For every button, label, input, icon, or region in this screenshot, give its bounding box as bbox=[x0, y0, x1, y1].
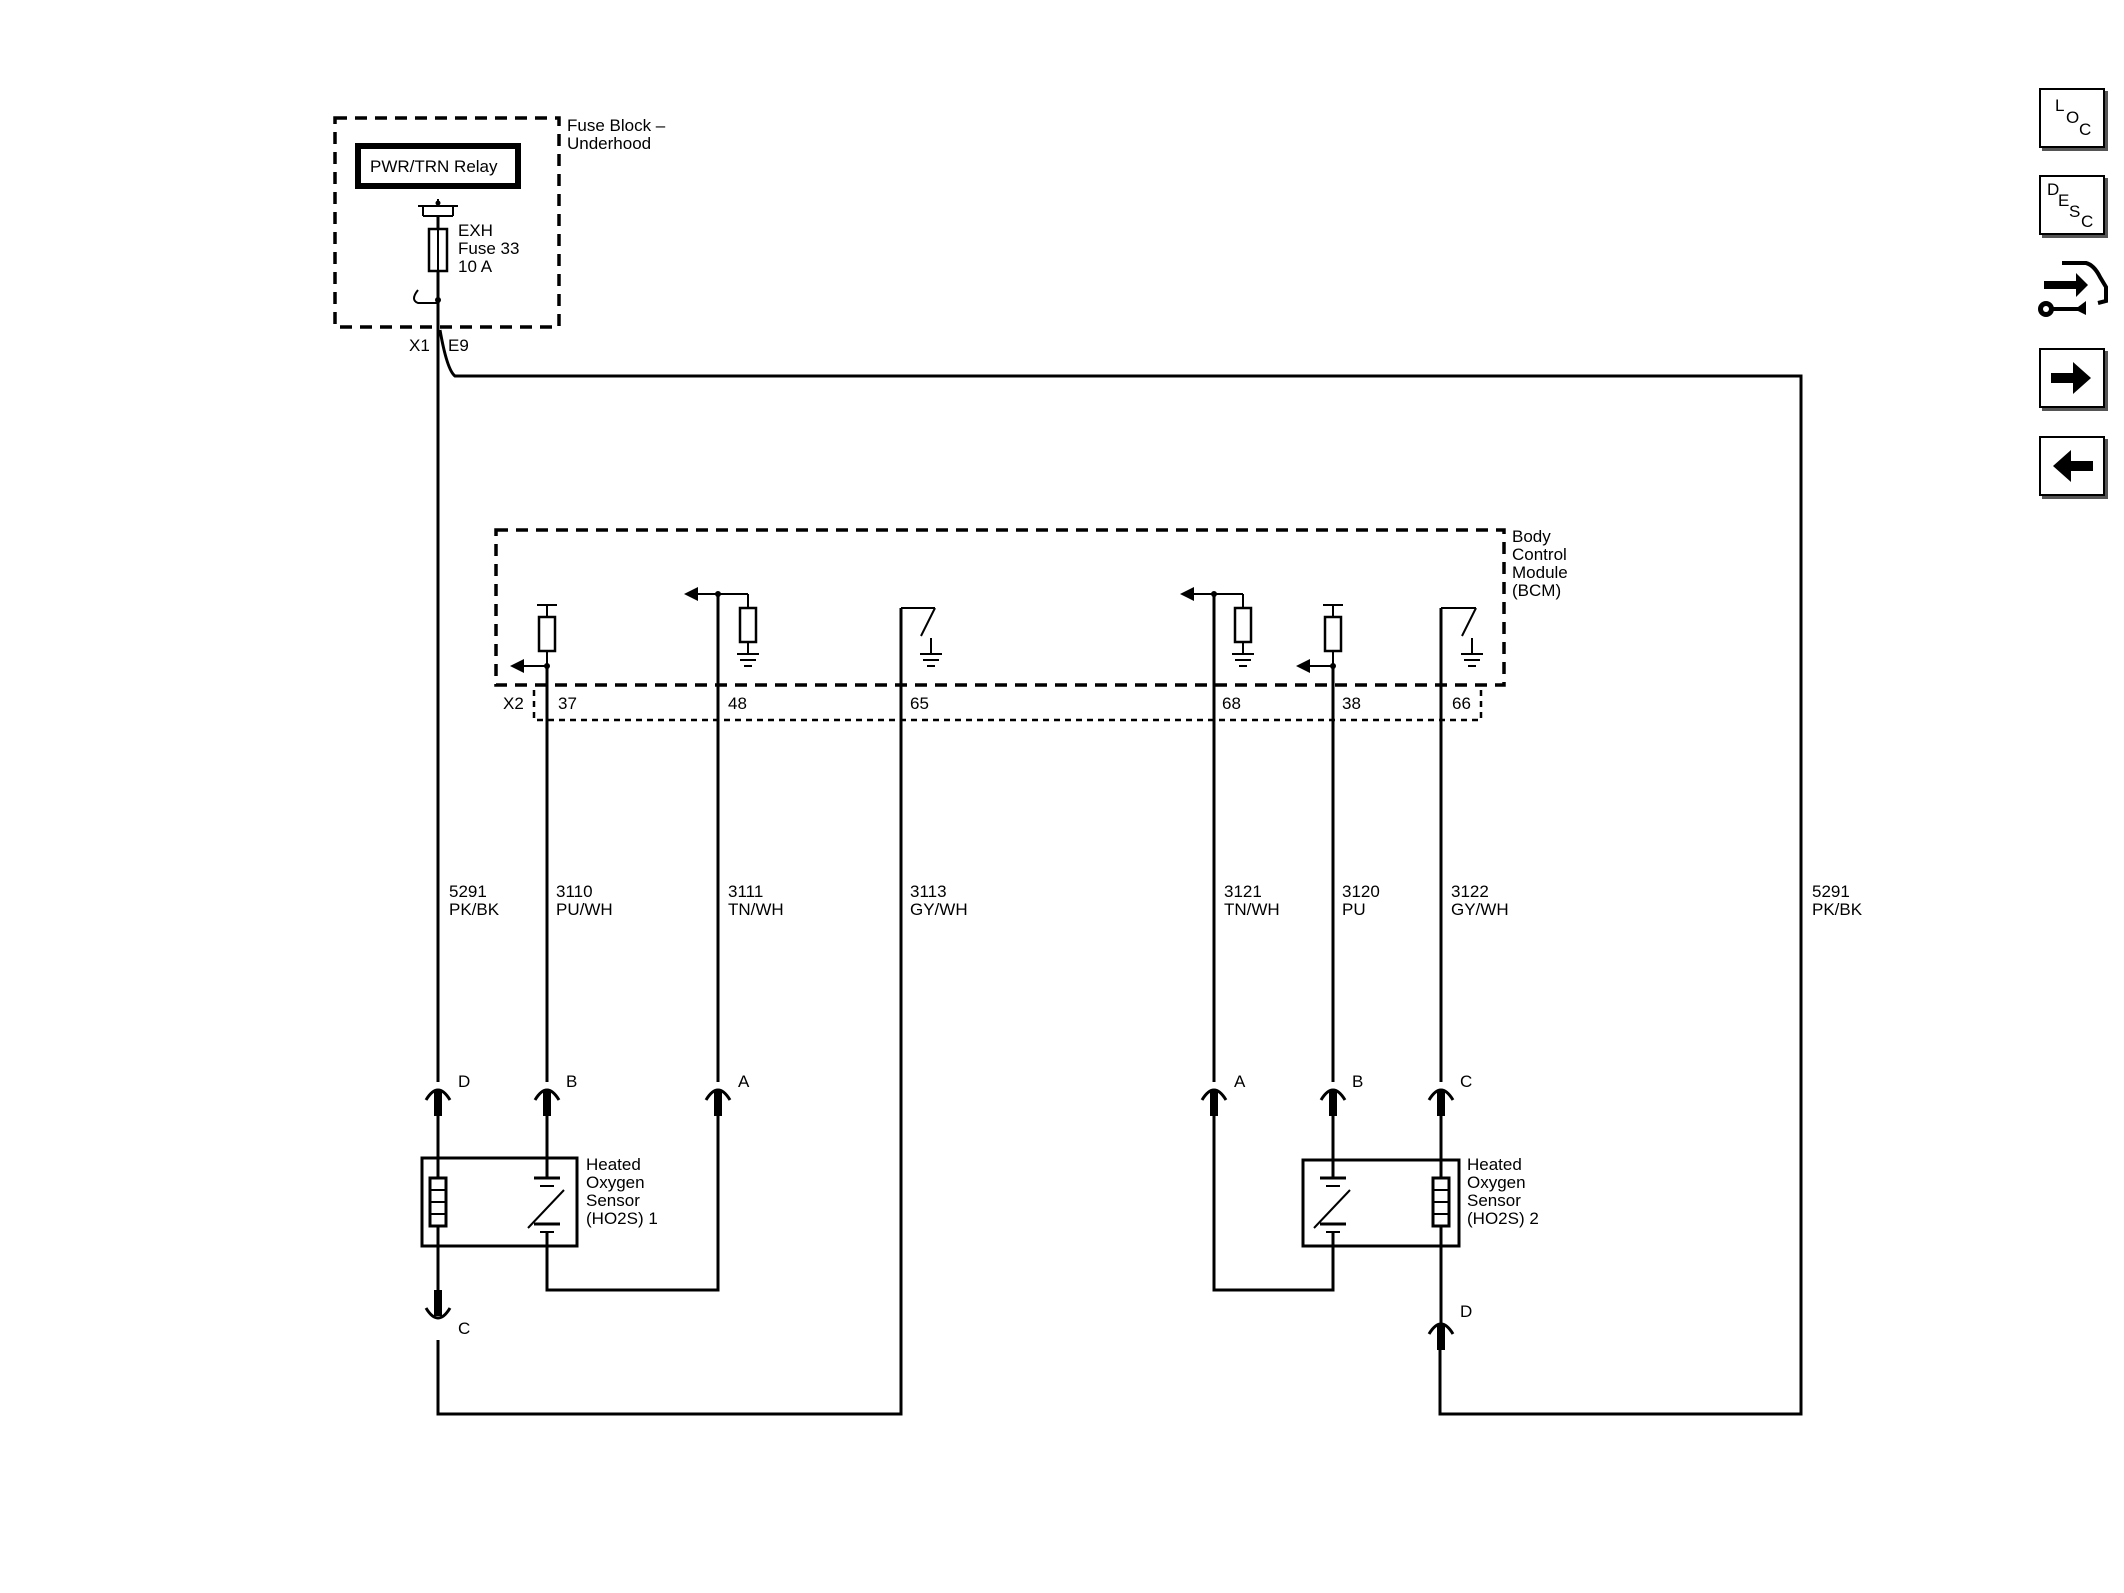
wire-3120-circuit: 3120 bbox=[1342, 882, 1380, 901]
next-button[interactable] bbox=[2039, 348, 2105, 408]
previous-button[interactable] bbox=[2039, 436, 2105, 496]
sensor1-label-1: Heated bbox=[586, 1155, 641, 1174]
loc-letter-c: C bbox=[2079, 120, 2091, 139]
sensor1-label-4: (HO2S) 1 bbox=[586, 1209, 658, 1228]
loc-letter-l: L bbox=[2055, 96, 2064, 115]
wire-3111-color: TN/WH bbox=[728, 900, 784, 919]
sensor-connectors: D B A C A B C D bbox=[424, 1072, 1472, 1350]
wire-3110-color: PU/WH bbox=[556, 900, 613, 919]
fuse-block: Fuse Block – Underhood PWR/TRN Relay EXH… bbox=[333, 116, 666, 355]
bcm-label-3: Module bbox=[1512, 563, 1568, 582]
sensor2-pin-a: A bbox=[1234, 1072, 1246, 1091]
desc-letter-e: E bbox=[2058, 191, 2069, 210]
bcm-label-2: Control bbox=[1512, 545, 1567, 564]
bcm-pin-48: 48 bbox=[728, 694, 747, 713]
bcm-label-1: Body bbox=[1512, 527, 1551, 546]
diagnostic-procedure-button[interactable] bbox=[2036, 255, 2112, 335]
bcm-pin-37: 37 bbox=[558, 694, 577, 713]
sensor1-pin-c: C bbox=[458, 1319, 470, 1338]
bcm-ground-switch-66 bbox=[1441, 607, 1483, 667]
bcm-pullup-37 bbox=[510, 604, 557, 673]
wire-3121-color: TN/WH bbox=[1224, 900, 1280, 919]
bcm-pullup-38 bbox=[1296, 604, 1343, 673]
wire-5291-left-circuit: 5291 bbox=[449, 882, 487, 901]
sensor2-pin-d: D bbox=[1460, 1302, 1472, 1321]
bcm-pulldown-48 bbox=[684, 587, 759, 667]
sensor2-label-1: Heated bbox=[1467, 1155, 1522, 1174]
sensor1-label-3: Sensor bbox=[586, 1191, 640, 1210]
wire-5291-right-color: PK/BK bbox=[1812, 900, 1863, 919]
sensor1-pin-a: A bbox=[738, 1072, 750, 1091]
fuse-rating: 10 A bbox=[458, 257, 493, 276]
fuse-pin-label: E9 bbox=[448, 336, 469, 355]
wire-3122-color: GY/WH bbox=[1451, 900, 1509, 919]
bcm-label-4: (BCM) bbox=[1512, 581, 1561, 600]
bcm-connector-label: X2 bbox=[503, 694, 524, 713]
fuse-connector-label: X1 bbox=[409, 336, 430, 355]
sensor2-label-4: (HO2S) 2 bbox=[1467, 1209, 1539, 1228]
wire-3113-circuit: 3113 bbox=[910, 882, 947, 901]
desc-letter-d: D bbox=[2047, 180, 2059, 199]
bcm-ground-switch-65 bbox=[901, 607, 942, 667]
sensor2-label-2: Oxygen bbox=[1467, 1173, 1526, 1192]
arrow-left-icon bbox=[2053, 450, 2093, 482]
body-control-module: Body Control Module (BCM) X2 37 48 65 68… bbox=[494, 527, 1568, 722]
wire-3121-circuit: 3121 bbox=[1224, 882, 1262, 901]
sensor2-pin-c: C bbox=[1460, 1072, 1472, 1091]
bcm-pin-38: 38 bbox=[1342, 694, 1361, 713]
bcm-pin-66: 66 bbox=[1452, 694, 1471, 713]
fuse-number: Fuse 33 bbox=[458, 239, 519, 258]
wire-5291-right-circuit: 5291 bbox=[1812, 882, 1850, 901]
fuse-name: EXH bbox=[458, 221, 493, 240]
wire-labels: 5291 PK/BK 3110 PU/WH 3111 TN/WH 3113 GY… bbox=[449, 882, 1863, 919]
wire-3120-color: PU bbox=[1342, 900, 1366, 919]
bcm-pulldown-68 bbox=[1180, 587, 1254, 667]
power-wires bbox=[436, 300, 1803, 1416]
desc-letter-s: S bbox=[2069, 202, 2080, 221]
heated-oxygen-sensor-2: Heated Oxygen Sensor (HO2S) 2 bbox=[1212, 1116, 1539, 1324]
sensor2-pin-b: B bbox=[1352, 1072, 1363, 1091]
wire-3113-color: GY/WH bbox=[910, 900, 968, 919]
sensor2-label-3: Sensor bbox=[1467, 1191, 1521, 1210]
heated-oxygen-sensor-1: Heated Oxygen Sensor (HO2S) 1 bbox=[420, 1116, 720, 1292]
wire-3110-circuit: 3110 bbox=[556, 882, 593, 901]
bcm-pin-68: 68 bbox=[1222, 694, 1241, 713]
wire-3122-circuit: 3122 bbox=[1451, 882, 1489, 901]
location-button[interactable]: L O C bbox=[2039, 88, 2105, 148]
arrow-right-icon bbox=[2051, 362, 2091, 394]
loc-letter-o: O bbox=[2066, 108, 2079, 127]
sensor1-pin-b: B bbox=[566, 1072, 577, 1091]
desc-letter-c: C bbox=[2081, 212, 2093, 231]
description-button[interactable]: D E S C bbox=[2039, 175, 2105, 235]
sensor1-label-2: Oxygen bbox=[586, 1173, 645, 1192]
fuse-block-title: Fuse Block – bbox=[567, 116, 666, 135]
fuse-block-subtitle: Underhood bbox=[567, 134, 651, 153]
wire-3111-circuit: 3111 bbox=[728, 882, 763, 901]
bcm-pin-65: 65 bbox=[910, 694, 929, 713]
car-wrench-icon bbox=[2038, 261, 2108, 317]
signal-wires bbox=[436, 594, 1443, 1416]
wire-5291-left-color: PK/BK bbox=[449, 900, 500, 919]
relay-label: PWR/TRN Relay bbox=[370, 157, 498, 176]
sensor1-pin-d: D bbox=[458, 1072, 470, 1091]
